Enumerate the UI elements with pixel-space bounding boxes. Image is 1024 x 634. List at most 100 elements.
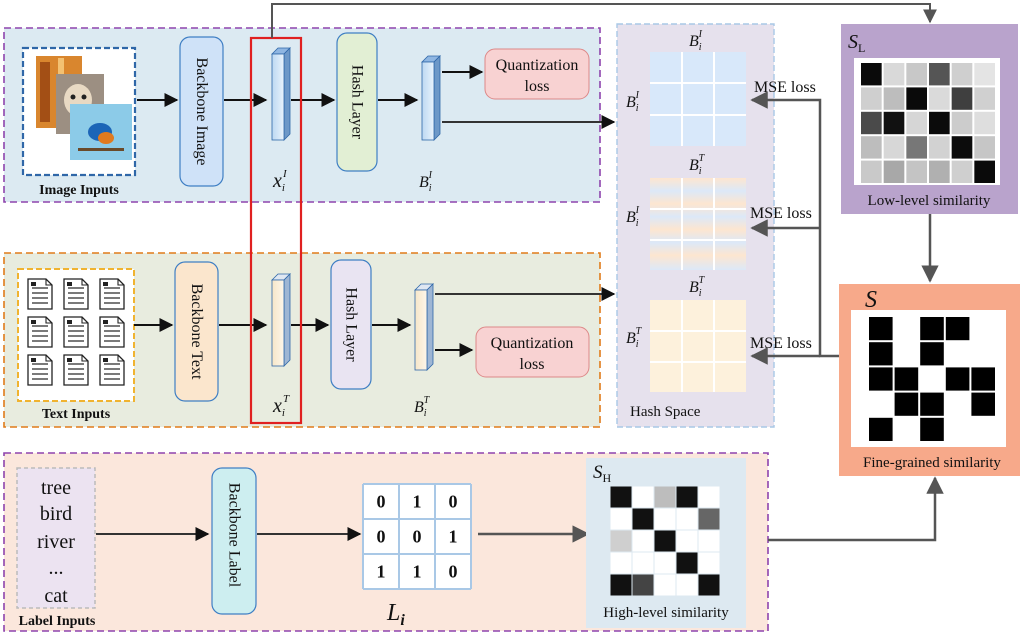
hash-space-caption: Hash Space	[630, 404, 701, 420]
image-inputs-label: Image Inputs	[39, 183, 119, 198]
label-word: ...	[49, 557, 64, 579]
image-hash-layer-label: Hash Layer	[349, 65, 366, 140]
image-thumbnails-icon	[36, 56, 132, 160]
similarity-cell	[951, 87, 973, 110]
text-quantization-loss-box	[475, 326, 590, 378]
similarity-cell	[698, 552, 720, 574]
similarity-cell	[906, 136, 927, 159]
fine-grained-similarity-matrix	[869, 317, 995, 441]
similarity-cell	[676, 552, 698, 574]
label-word: cat	[44, 585, 68, 607]
label-matrix-cell: 0	[449, 492, 458, 512]
image-hash-code-vector	[421, 55, 441, 141]
text-hash-code-symbol: BiT	[414, 395, 431, 419]
document-icon	[99, 354, 125, 386]
similarity-cell	[894, 342, 919, 366]
similarity-cell	[945, 417, 970, 441]
high-level-symbol: SH	[593, 462, 612, 485]
similarity-cell	[945, 342, 970, 366]
mse-loss-label: MSE loss	[750, 335, 812, 352]
mse-loss-label: MSE loss	[754, 79, 816, 96]
document-icon	[27, 354, 53, 386]
similarity-cell	[906, 111, 927, 135]
similarity-cell	[906, 160, 927, 183]
label-words: tree bird river ... cat	[37, 477, 75, 607]
label-word: bird	[40, 503, 72, 525]
similarity-cell	[929, 87, 950, 110]
similarity-cell	[654, 486, 676, 508]
similarity-cell	[632, 530, 654, 552]
similarity-cell	[654, 552, 676, 574]
similarity-cell	[894, 367, 919, 391]
similarity-cell	[974, 87, 995, 110]
similarity-cell	[883, 160, 905, 183]
fine-grained-symbol: S	[865, 287, 877, 313]
similarity-cell	[676, 574, 698, 596]
similarity-cell	[971, 317, 995, 341]
similarity-cell	[869, 417, 893, 441]
similarity-cell	[883, 63, 905, 86]
similarity-cell	[945, 367, 970, 391]
similarity-cell	[974, 136, 995, 159]
similarity-cell	[632, 552, 654, 574]
similarity-cell	[654, 574, 676, 596]
text-hash-code-vector	[414, 283, 434, 371]
similarity-cell	[676, 486, 698, 508]
label-word: river	[37, 531, 75, 553]
similarity-cell	[920, 417, 944, 441]
similarity-cell	[929, 136, 950, 159]
label-inputs-label: Label Inputs	[19, 614, 96, 629]
text-quantization-loss-label-2: loss	[520, 356, 545, 373]
similarity-cell	[894, 417, 919, 441]
label-matrix-cell: 0	[449, 562, 458, 582]
label-backbone-label: Backbone Label	[226, 483, 243, 588]
similarity-cell	[654, 530, 676, 552]
similarity-cell	[610, 574, 632, 596]
image-quantization-loss-box	[484, 48, 590, 100]
image-feature-vector	[271, 47, 291, 141]
similarity-cell	[951, 136, 973, 159]
mse-loss-label: MSE loss	[750, 205, 812, 222]
similarity-cell	[894, 392, 919, 416]
similarity-cell	[698, 508, 720, 530]
similarity-cell	[894, 317, 919, 341]
label-matrix-cell: 1	[449, 527, 458, 547]
similarity-cell	[971, 367, 995, 391]
document-icon	[63, 278, 89, 310]
similarity-cell	[610, 508, 632, 530]
similarity-cell	[632, 486, 654, 508]
similarity-cell	[929, 160, 950, 183]
similarity-cell	[906, 87, 927, 110]
connectors	[271, 3, 944, 542]
shared-feature-highlight	[249, 36, 303, 425]
similarity-cell	[610, 530, 632, 552]
high-level-similarity-matrix	[610, 486, 720, 596]
fine-grained-caption: Fine-grained similarity	[863, 455, 1001, 471]
similarity-cell	[929, 63, 950, 86]
label-branch: tree bird river ... cat Label Inputs Bac…	[3, 452, 769, 632]
similarity-cell	[883, 111, 905, 135]
similarity-cell	[920, 317, 944, 341]
similarity-cell	[906, 63, 927, 86]
similarity-cell	[869, 367, 893, 391]
image-quantization-loss-label-2: loss	[525, 78, 550, 95]
similarity-cell	[869, 317, 893, 341]
text-inputs-label: Text Inputs	[42, 407, 111, 422]
similarity-cell	[676, 530, 698, 552]
similarity-cell	[971, 392, 995, 416]
image-backbone	[179, 36, 224, 187]
document-icon	[99, 278, 125, 310]
similarity-cell	[676, 508, 698, 530]
similarity-cell	[869, 392, 893, 416]
low-level-symbol: SL	[848, 31, 865, 55]
similarity-cell	[610, 552, 632, 574]
similarity-cell	[951, 160, 973, 183]
low-level-similarity-matrix	[861, 63, 995, 183]
label-matrix-cell: 0	[377, 492, 386, 512]
similarity-cell	[974, 160, 995, 183]
image-hash-code-symbol: BiI	[419, 170, 433, 194]
similarity-cell	[974, 63, 995, 86]
label-inputs-box	[16, 467, 96, 609]
document-icon	[63, 316, 89, 348]
